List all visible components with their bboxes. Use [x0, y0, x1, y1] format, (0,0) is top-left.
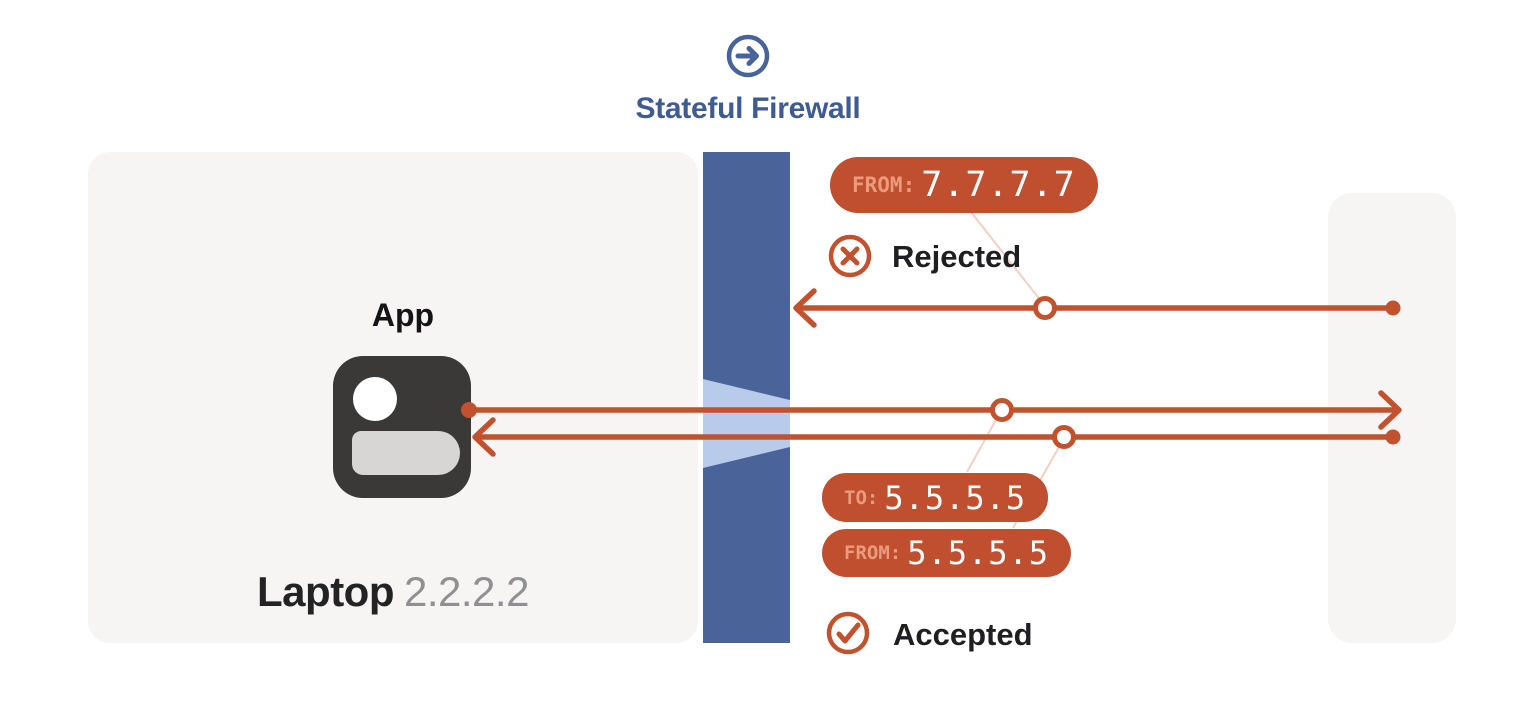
app-icon-body-shape [352, 431, 460, 475]
arrow-right-circle-icon [726, 34, 770, 78]
badge-prefix: TO: [844, 486, 879, 509]
check-circle-icon [826, 611, 870, 655]
rejected-label: Rejected [892, 239, 1022, 274]
accepted-label: Accepted [893, 617, 1033, 652]
app-label: App [371, 297, 435, 333]
badge-to-5555: TO: 5.5.5.5 [822, 473, 1049, 522]
badge-from-7777: FROM: 7.7.7.7 [830, 157, 1098, 213]
laptop-name: Laptop [257, 568, 394, 615]
app-icon [333, 356, 471, 498]
app-icon-head-circle [353, 377, 397, 421]
badge-ip: 7.7.7.7 [921, 165, 1076, 205]
firewall-bar [703, 152, 790, 643]
badge-ip: 5.5.5.5 [907, 534, 1050, 572]
laptop-ip: 2.2.2.2 [404, 568, 529, 615]
x-circle-icon [828, 234, 872, 278]
badge-from-5555: FROM: 5.5.5.5 [822, 529, 1072, 577]
badge-ip: 5.5.5.5 [884, 478, 1027, 517]
page-title: Stateful Firewall [635, 92, 861, 125]
badge-prefix: FROM: [844, 542, 902, 564]
badge-prefix: FROM: [852, 173, 916, 197]
rejected-flow-arrow [793, 288, 1401, 328]
internet-panel [1328, 193, 1456, 643]
connector-request [966, 417, 998, 473]
